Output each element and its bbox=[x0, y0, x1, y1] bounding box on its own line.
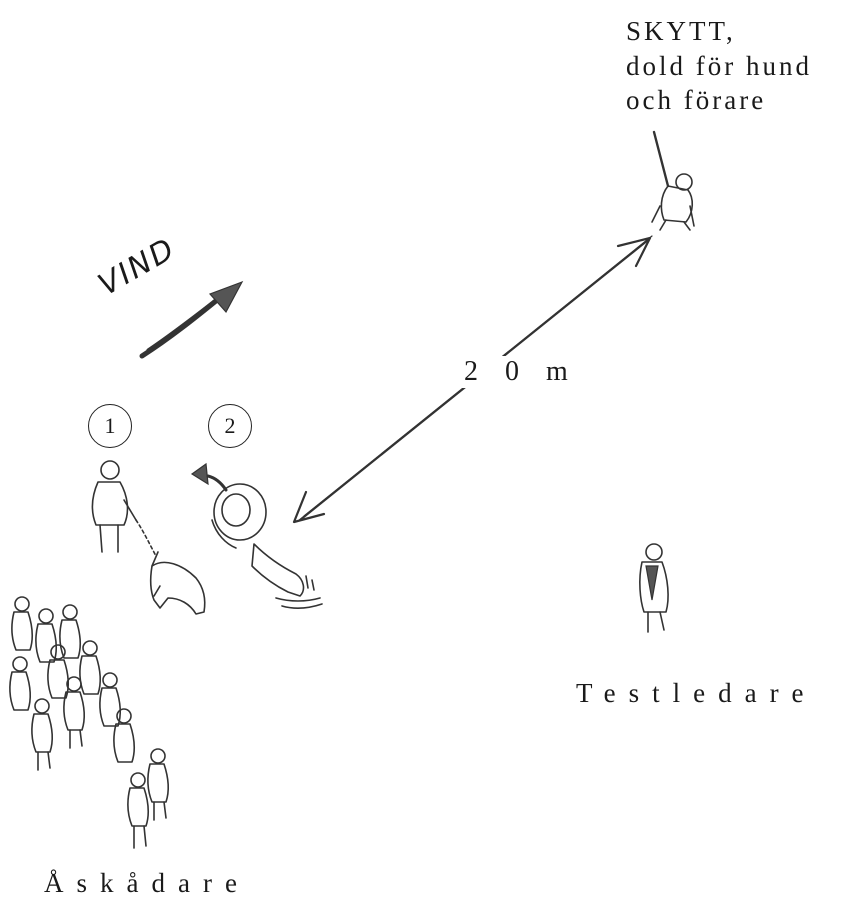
handler-1-icon bbox=[93, 461, 205, 614]
spectators-crowd-icon bbox=[10, 597, 168, 848]
test-leader-icon bbox=[640, 544, 668, 632]
distance-label: 2 0 m bbox=[460, 356, 582, 388]
position-2-marker: 2 bbox=[208, 404, 252, 448]
wind-arrow-icon bbox=[142, 282, 242, 356]
handler-2-icon bbox=[192, 464, 322, 608]
shooter-icon bbox=[652, 132, 694, 230]
spectators-label: Åskådare bbox=[44, 868, 250, 899]
shooter-label: SKYTT, dold för hund och förare bbox=[626, 14, 812, 118]
position-1-marker: 1 bbox=[88, 404, 132, 448]
test-leader-label: Testledare bbox=[576, 678, 817, 709]
